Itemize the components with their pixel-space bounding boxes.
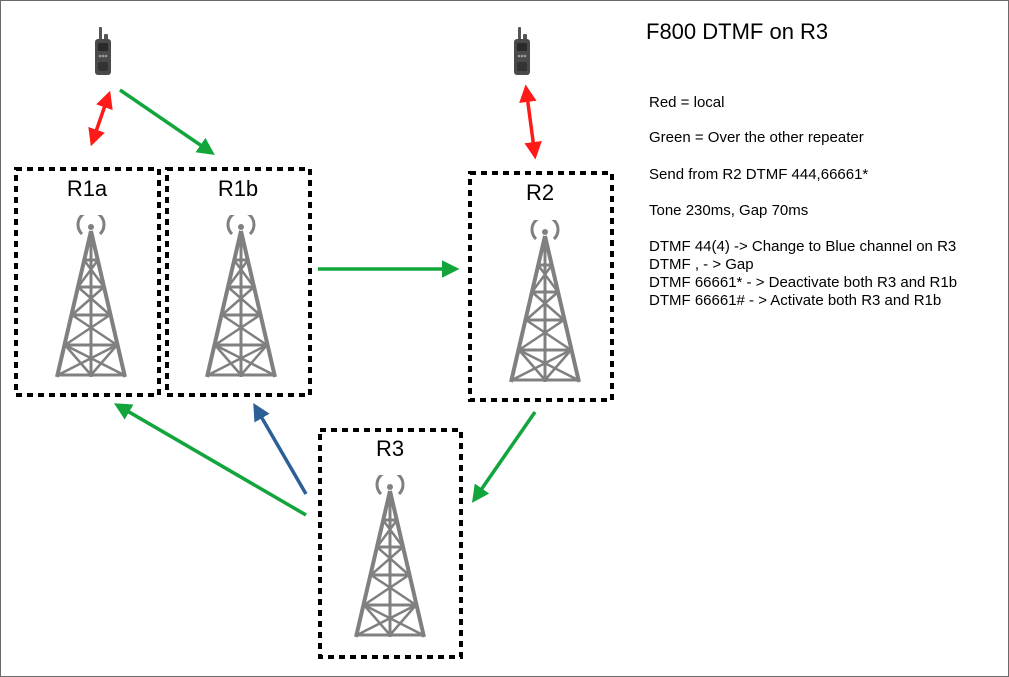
node-box-r1a xyxy=(14,167,161,397)
radio-tower-icon xyxy=(55,215,127,379)
note-send: Send from R2 DTMF 444,66661* xyxy=(649,166,869,183)
radio-tower-icon xyxy=(205,215,277,379)
node-box-r2 xyxy=(468,171,614,402)
legend-green: Green = Over the other repeater xyxy=(649,129,864,146)
diagram-title: F800 DTMF on R3 xyxy=(646,19,829,44)
walkie-talkie-icon xyxy=(95,27,111,75)
green-arrow-r2-to-r3 xyxy=(472,411,537,503)
red-arrow-r2-local xyxy=(519,84,542,160)
node-box-r3 xyxy=(318,428,463,659)
radio-tower-icon xyxy=(509,220,581,384)
note-dtmf-line: DTMF 66661# - > Activate both R3 and R1b xyxy=(649,292,942,309)
legend-red: Red = local xyxy=(649,94,725,111)
green-arrow-radio-to-r1b xyxy=(119,88,215,155)
note-dtmf-line: DTMF 44(4) -> Change to Blue channel on … xyxy=(649,238,957,255)
note-timing: Tone 230ms, Gap 70ms xyxy=(649,202,809,219)
node-box-r1b xyxy=(165,167,312,397)
red-arrow-r1a-local xyxy=(88,90,113,147)
note-dtmf-line: DTMF , - > Gap xyxy=(649,256,754,273)
node-label-r2: R2 xyxy=(525,180,555,205)
note-dtmf-line: DTMF 66661* - > Deactivate both R3 and R… xyxy=(649,274,958,291)
blue-arrow-r3-to-r1b xyxy=(253,402,308,495)
node-label-r1b: R1b xyxy=(217,176,259,201)
node-label-r3: R3 xyxy=(375,436,405,461)
green-arrow-r3-to-r1a xyxy=(113,403,307,517)
radio-tower-icon xyxy=(354,475,426,639)
walkie-talkie-icon xyxy=(514,27,530,75)
node-label-r1a: R1a xyxy=(66,176,108,201)
